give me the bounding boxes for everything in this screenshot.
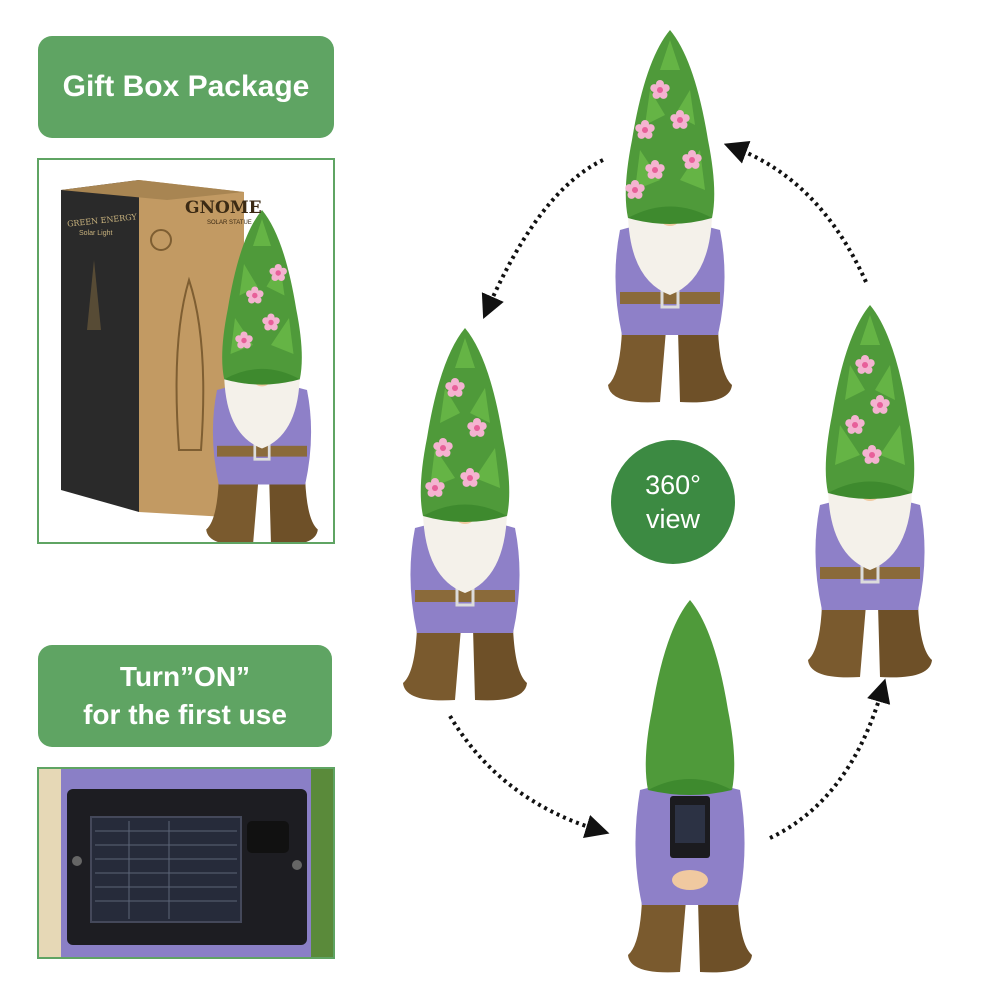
solar-panel-panel: [37, 767, 335, 959]
arrow-right-top: [723, 141, 868, 283]
turn-on-line1: Turn”ON”: [119, 661, 251, 692]
gift-box-label: Gift Box Package: [38, 36, 334, 138]
gnome-back-view: [628, 600, 752, 973]
turn-on-line2: for the first use: [83, 699, 287, 730]
turn-on-label: Turn”ON” for the first use: [38, 645, 332, 747]
box-brand-sub-text: Solar Light: [79, 230, 113, 237]
badge-line2: view: [645, 504, 700, 534]
arrow-left-bottom: [448, 714, 610, 838]
solar-panel-photo: [39, 769, 333, 957]
gift-box-label-text: Gift Box Package: [62, 70, 310, 103]
gift-box-panel: GREEN ENERGY Solar Light GNOME SOLAR STA…: [37, 158, 335, 544]
gift-box-photo: [61, 180, 320, 542]
view-360-badge: 360° view: [611, 440, 735, 564]
arrow-bottom-right: [769, 678, 891, 840]
arrow-top-left: [481, 158, 604, 319]
box-product-text: GNOME: [185, 198, 262, 218]
badge-line1: 360°: [645, 470, 701, 500]
box-product-sub-text: SOLAR STATUE: [207, 220, 252, 226]
